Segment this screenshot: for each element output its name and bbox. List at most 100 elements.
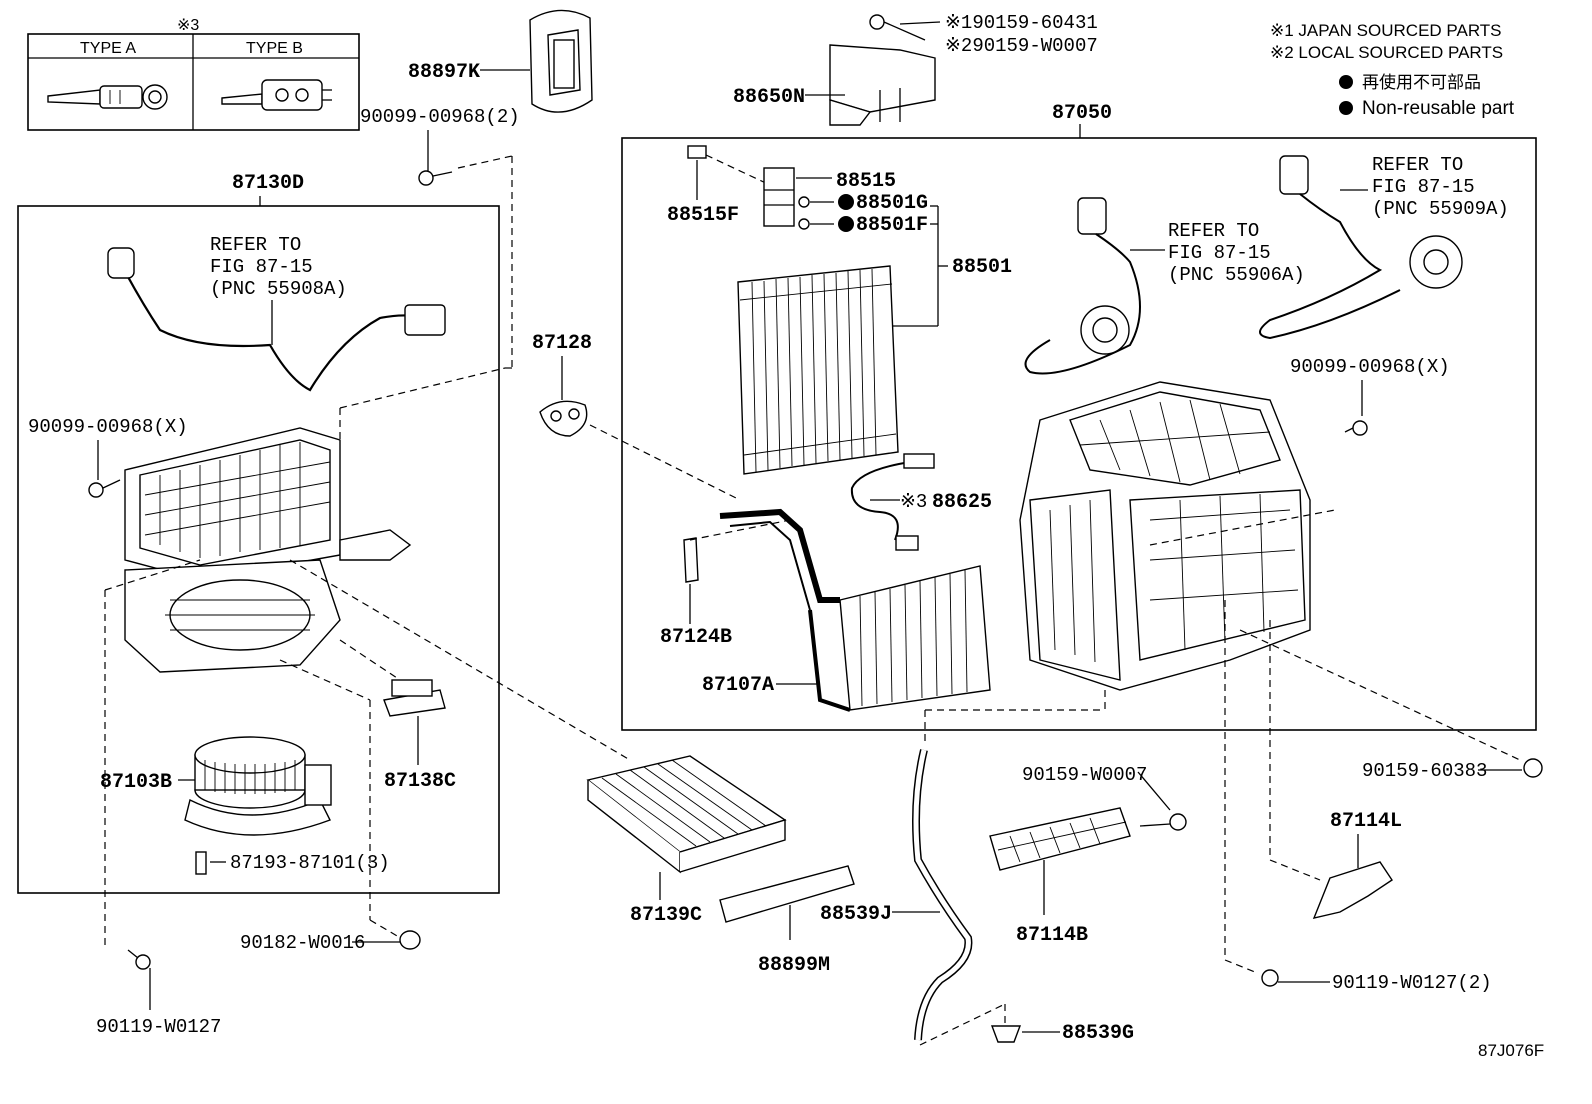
part-87103B-blower-motor[interactable]: 87103B [100,736,332,836]
leader-dashes-left [104,156,631,950]
label-88501: 88501 [952,256,1012,279]
blower-case [124,427,412,673]
refer-mid-line2: FIG 87-15 [1168,242,1271,264]
label-87107A: 87107A [702,674,774,697]
part-90159-60383[interactable]: 90159-60383 [1362,758,1543,782]
bolt-icon [1523,758,1543,778]
leader-dashes-right [689,509,1521,1046]
label-87124B: 87124B [660,626,732,649]
label-87114B: 87114B [1016,924,1088,947]
label-88501F: 88501F [856,214,928,237]
notes: ※1 JAPAN SOURCED PARTS ※2 LOCAL SOURCED … [1270,21,1515,119]
refer-left-line2: FIG 87-15 [210,256,313,278]
note-local-sourced: ※2 LOCAL SOURCED PARTS [1270,43,1503,62]
part-87114L[interactable]: 87114L [1312,810,1402,919]
bolt-icon [869,14,885,30]
screw-icon [195,851,207,875]
part-87138C-resistor[interactable]: 87138C [339,639,456,793]
part-87193-87101[interactable]: 87193-87101(3) [195,851,390,875]
label-88539G: 88539G [1062,1022,1134,1045]
part-88501F-oring[interactable]: 88501F [798,214,928,237]
oring-icon [798,218,810,230]
non-reusable-bullet-icon [1339,101,1353,115]
bolt-icon [1352,420,1368,436]
wire-harness-55909A[interactable]: REFER TO FIG 87-15 (PNC 55909A) [1259,154,1509,340]
part-87124B-clip[interactable]: 87124B [660,537,732,649]
part-88539J-drain-hose[interactable]: 88539J [820,749,973,1041]
part-90159-60431[interactable]: ※190159-60431 ※290159-W0007 [869,12,1098,57]
type-legend: ※3 TYPE A TYPE B [27,17,360,131]
label-88625-mark: ※3 [900,491,927,513]
type-legend-header: ※3 [177,17,199,34]
label-88515: 88515 [836,170,896,193]
part-90099-00968-2[interactable]: 90099-00968(2) [360,106,520,186]
part-88539G[interactable]: 88539G [990,1022,1134,1045]
part-88897K[interactable]: 88897K [408,9,593,113]
label-87130D: 87130D [232,172,304,195]
hvac-unit-case [1019,381,1311,691]
part-88515F[interactable]: 88515F [667,145,771,227]
part-88501-evaporator[interactable] [737,265,899,475]
refer-left-line3: (PNC 55908A) [210,278,347,300]
part-88650N[interactable]: 88650N [733,44,936,126]
wire-harness-55906A[interactable]: REFER TO FIG 87-15 (PNC 55906A) [1024,197,1305,375]
label-88897K: 88897K [408,61,480,84]
type-a-label: TYPE A [80,40,136,57]
label-90159-W0007: 90159-W0007 [1022,764,1147,786]
bolt-icon [1261,969,1279,987]
assembly-87130D: 87130D [17,172,500,894]
type-a-connector-icon [47,84,168,110]
non-reusable-bullet-icon [1339,75,1353,89]
label-88625: 88625 [932,491,992,514]
wire-harness-55908A[interactable]: REFER TO FIG 87-15 (PNC 55908A) [107,234,446,392]
part-88625-sensor[interactable]: ※3 88625 [850,453,992,551]
label-87103B: 87103B [100,771,172,794]
part-87139C-filter[interactable]: 87139C [586,755,787,927]
part-90119-W0127-left[interactable]: 90119-W0127 [96,949,221,1038]
part-88501G-oring[interactable]: 88501G [798,192,928,215]
nut-icon [399,930,421,950]
label-87114L: 87114L [1330,810,1402,833]
note-non-reusable-jp: 再使用不可部品 [1362,72,1481,92]
part-90182-W0016[interactable]: 90182-W0016 [240,930,421,954]
label-90182-W0016: 90182-W0016 [240,932,365,954]
part-90159-W0007[interactable]: 90159-W0007 [1022,764,1187,831]
label-88539J: 88539J [820,903,892,926]
part-87114B-heater[interactable]: 87114B [989,807,1131,947]
label-87128: 87128 [532,332,592,355]
refer-right-line3: (PNC 55909A) [1372,198,1509,220]
refer-right-line2: FIG 87-15 [1372,176,1475,198]
part-90099-00968-right[interactable]: 90099-00968(X) [1290,356,1450,436]
label-87193-87101: 87193-87101(3) [230,852,390,874]
label-90099-00968-2: 90099-00968(2) [360,106,520,128]
type-b-label: TYPE B [246,40,303,57]
figure-id: 87J076F [1478,1041,1544,1060]
label-90119-W0127-right: 90119-W0127(2) [1332,972,1492,994]
label-90159-60383: 90159-60383 [1362,760,1487,782]
bolt-icon [88,482,104,498]
part-88515-expansion-valve[interactable]: 88515 [763,167,896,227]
part-90099-00968-left[interactable]: 90099-00968(X) [28,416,188,498]
part-87107A-heater-core[interactable]: 87107A [702,508,991,712]
label-90099-00968-left: 90099-00968(X) [28,416,188,438]
oring-icon [798,196,810,208]
bolt-icon [418,170,434,186]
assembly-87050: 87050 [621,102,1537,731]
refer-mid-line1: REFER TO [1168,220,1259,242]
note-non-reusable-en: Non-reusable part [1362,98,1515,119]
label-88515F: 88515F [667,204,739,227]
label-87050: 87050 [1052,102,1112,125]
non-reusable-bullet-icon [838,216,854,232]
label-90099-00968-right: 90099-00968(X) [1290,356,1450,378]
part-87128-grommet[interactable]: 87128 [532,332,741,501]
bolt-icon [135,954,151,970]
label-90159-W0007-top: ※290159-W0007 [945,35,1098,57]
label-88501G: 88501G [856,192,928,215]
label-90119-W0127-left: 90119-W0127 [96,1016,221,1038]
note-japan-sourced: ※1 JAPAN SOURCED PARTS [1270,21,1502,40]
refer-left-line1: REFER TO [210,234,301,256]
part-90119-W0127-right[interactable]: 90119-W0127(2) [1261,969,1492,994]
label-87138C: 87138C [384,770,456,793]
part-88899M-cover[interactable]: 88899M [719,865,855,977]
